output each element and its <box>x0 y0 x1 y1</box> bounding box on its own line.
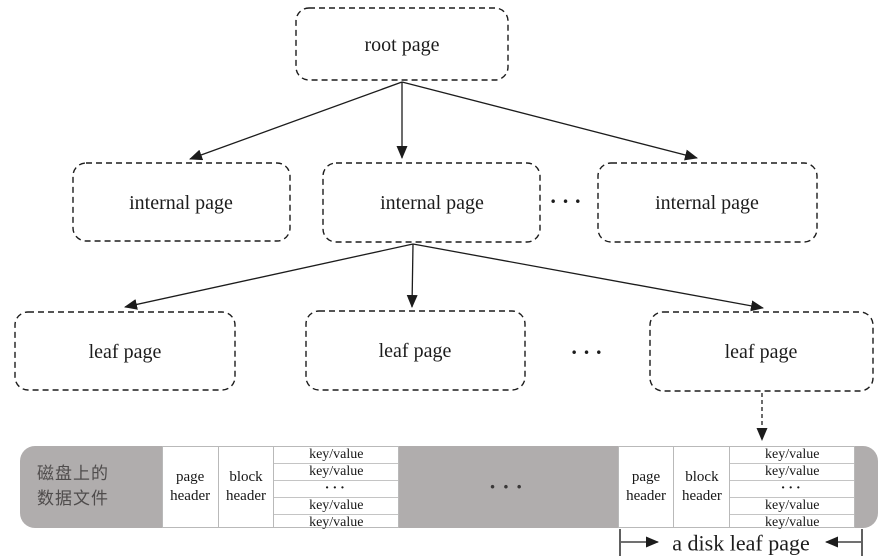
block-header-cell-2: block header <box>673 446 731 528</box>
page-header-cell-1: page header <box>161 446 219 528</box>
root-page-label: root page <box>365 34 440 56</box>
key-value-row: key/value <box>730 514 855 531</box>
arrow-internal-to-leaf-3 <box>412 243 764 312</box>
key-value-row: key/value <box>730 497 855 514</box>
arrow-internal-to-leaf-2 <box>406 243 418 308</box>
disk-file-label-line1: 磁盘上的 <box>37 464 109 484</box>
key-value-ellipsis-row: ··· <box>730 480 855 497</box>
key-value-row: key/value <box>765 447 820 462</box>
disk-strip-right-cap <box>855 446 878 528</box>
key-value-column-1: key/value key/value ··· key/value key/va… <box>273 446 400 531</box>
arrow-root-to-internal-3 <box>401 81 698 161</box>
leaf-page-1-label: leaf page <box>89 341 162 363</box>
key-value-row: key/value <box>274 497 399 514</box>
node-leaf-page-2 <box>305 310 526 391</box>
block-header-cell-1: block header <box>217 446 275 528</box>
disk-file-label-line2: 数据文件 <box>37 489 109 508</box>
node-internal-page-2 <box>322 162 541 243</box>
disk-file-label-block: 磁盘上的 数据文件 <box>20 446 163 528</box>
key-value-ellipsis-row: ··· <box>274 480 399 497</box>
key-value-row: key/value <box>309 447 364 462</box>
disk-file-strip: 磁盘上的 数据文件 page header block header key/v… <box>20 446 878 531</box>
internal-page-3-label: internal page <box>655 192 759 214</box>
internal-page-2-label: internal page <box>380 192 484 214</box>
node-leaf-page-1 <box>14 311 236 391</box>
key-value-row: key/value <box>274 514 399 531</box>
disk-middle-ellipsis-block: ··· <box>399 446 619 528</box>
node-internal-page-1 <box>72 162 291 242</box>
arrow-internal-to-leaf-1 <box>124 243 414 310</box>
leaf-row-ellipsis: ··· <box>570 340 607 365</box>
internal-row-ellipsis: ··· <box>549 189 586 214</box>
arrow-root-to-internal-1 <box>189 81 403 161</box>
page-header-cell-2: page header <box>617 446 675 528</box>
key-value-row: key/value <box>274 463 399 480</box>
internal-page-1-label: internal page <box>129 192 233 214</box>
node-internal-page-3 <box>597 162 818 243</box>
node-leaf-page-3 <box>649 311 874 392</box>
disk-leaf-page-caption: a disk leaf page <box>672 531 809 556</box>
node-root-page <box>295 7 509 81</box>
leaf-page-3-label: leaf page <box>725 341 798 363</box>
leaf-page-2-label: leaf page <box>379 340 452 362</box>
key-value-row: key/value <box>730 463 855 480</box>
key-value-column-2: key/value key/value ··· key/value key/va… <box>729 446 856 531</box>
